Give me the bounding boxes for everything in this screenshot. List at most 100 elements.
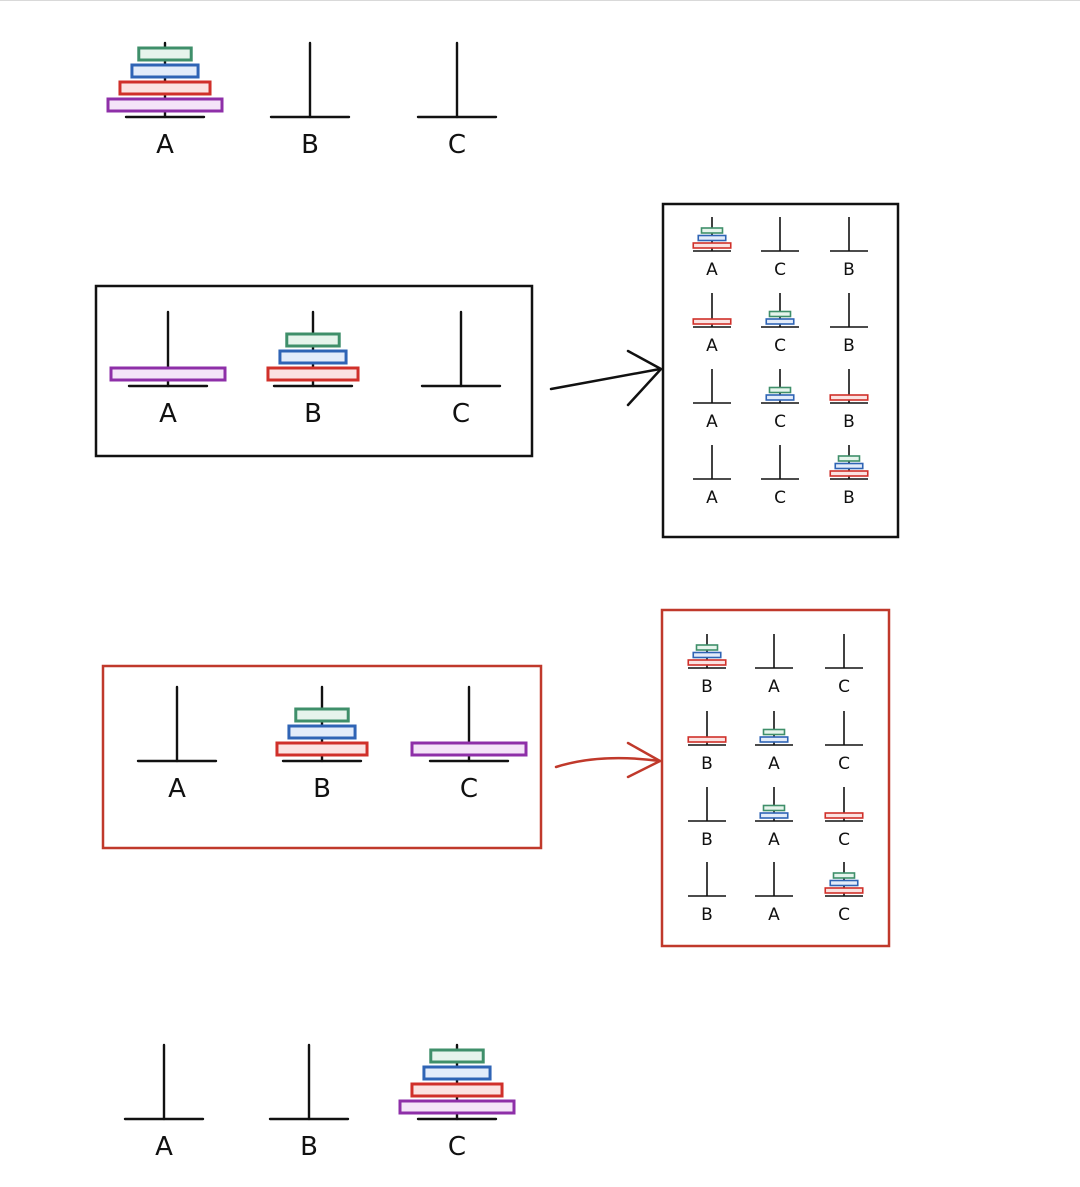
peg-label: C bbox=[838, 677, 850, 697]
tower-a: A bbox=[136, 685, 218, 804]
peg-label: C bbox=[774, 336, 786, 356]
disk-blue bbox=[692, 651, 722, 659]
disk-green bbox=[832, 872, 856, 879]
peg-label: C bbox=[838, 754, 850, 774]
mini-tower-c: C bbox=[825, 711, 863, 774]
mini-tower-b: B bbox=[688, 862, 726, 925]
mini-tower-c: C bbox=[824, 787, 864, 850]
arrow-black-shaft bbox=[549, 367, 662, 391]
peg-label: A bbox=[168, 774, 186, 804]
mini-tower-c: C bbox=[824, 862, 864, 925]
peg-label: A bbox=[768, 905, 780, 925]
disk-red bbox=[824, 887, 864, 894]
mini-tower-c: C bbox=[761, 217, 799, 280]
peg-label: C bbox=[452, 399, 470, 429]
peg-label: C bbox=[838, 905, 850, 925]
peg-label: C bbox=[460, 774, 478, 804]
disk-red bbox=[829, 394, 869, 401]
disk-red bbox=[687, 736, 727, 743]
tower-b: B bbox=[275, 685, 369, 804]
disk-red bbox=[275, 741, 369, 757]
disk-red bbox=[692, 318, 732, 325]
mini-tower-a: A bbox=[692, 293, 732, 356]
disk-red bbox=[410, 1082, 504, 1098]
tower-a: A bbox=[106, 41, 224, 160]
peg-label: B bbox=[843, 336, 855, 356]
peg-label: B bbox=[701, 905, 713, 925]
disk-blue bbox=[759, 736, 789, 743]
disk-blue bbox=[278, 349, 348, 365]
mini-tower-b: B bbox=[829, 369, 869, 432]
peg-label: C bbox=[774, 488, 786, 508]
disk-purple bbox=[106, 97, 224, 113]
peg-label: A bbox=[706, 336, 718, 356]
disk-red bbox=[692, 242, 732, 249]
mini-tower-a: A bbox=[755, 862, 793, 925]
tower-c: C bbox=[420, 310, 502, 429]
peg-label: A bbox=[706, 488, 718, 508]
peg-label: A bbox=[768, 754, 780, 774]
peg-label: A bbox=[768, 830, 780, 850]
arrow-red-shaft bbox=[554, 756, 662, 769]
mini-tower-b: B bbox=[829, 445, 869, 508]
mini-tower-a: A bbox=[755, 787, 793, 850]
tower-c: C bbox=[416, 41, 498, 160]
mini-tower-a: A bbox=[755, 711, 793, 774]
disk-red bbox=[829, 470, 869, 477]
mini-tower-a: A bbox=[755, 634, 793, 697]
peg-label: B bbox=[843, 488, 855, 508]
disk-blue bbox=[765, 394, 795, 401]
disk-blue bbox=[697, 234, 727, 242]
disk-blue bbox=[834, 462, 864, 470]
disk-blue bbox=[765, 318, 795, 325]
peg-label: C bbox=[774, 412, 786, 432]
disk-green bbox=[700, 227, 724, 234]
mini-tower-b: B bbox=[687, 634, 727, 697]
disk-red bbox=[266, 366, 360, 382]
peg-label: C bbox=[774, 260, 786, 280]
mini-tower-b: B bbox=[830, 293, 868, 356]
tower-a: A bbox=[123, 1043, 205, 1162]
tower-a: A bbox=[109, 310, 227, 429]
disk-red bbox=[118, 80, 212, 96]
disk-green bbox=[137, 46, 193, 62]
disk-blue bbox=[287, 724, 357, 740]
mini-tower-c: C bbox=[761, 445, 799, 508]
mini-tower-c: C bbox=[825, 634, 863, 697]
state-step-2: A B C bbox=[136, 685, 528, 804]
tower-b: B bbox=[269, 41, 351, 160]
disk-purple bbox=[109, 366, 227, 382]
tower-b: B bbox=[266, 310, 360, 429]
peg-label: A bbox=[156, 130, 174, 160]
peg-label: A bbox=[706, 260, 718, 280]
disk-purple bbox=[410, 741, 528, 757]
peg-label: B bbox=[701, 830, 713, 850]
arrow-black-head bbox=[626, 349, 663, 407]
state-step-1: A B C bbox=[109, 310, 502, 429]
disk-green bbox=[285, 332, 341, 348]
mini-tower-b: B bbox=[687, 711, 727, 774]
disk-green bbox=[695, 644, 719, 651]
mini-tower-c: C bbox=[761, 293, 799, 356]
mini-tower-a: A bbox=[693, 369, 731, 432]
peg-label: A bbox=[155, 1132, 173, 1162]
peg-label: B bbox=[843, 412, 855, 432]
peg-label: B bbox=[300, 1132, 318, 1162]
peg-label: B bbox=[313, 774, 331, 804]
disk-green bbox=[294, 707, 350, 723]
mini-tower-b: B bbox=[688, 787, 726, 850]
tower-c: C bbox=[410, 685, 528, 804]
mini-tower-c: C bbox=[761, 369, 799, 432]
peg-label: A bbox=[159, 399, 177, 429]
